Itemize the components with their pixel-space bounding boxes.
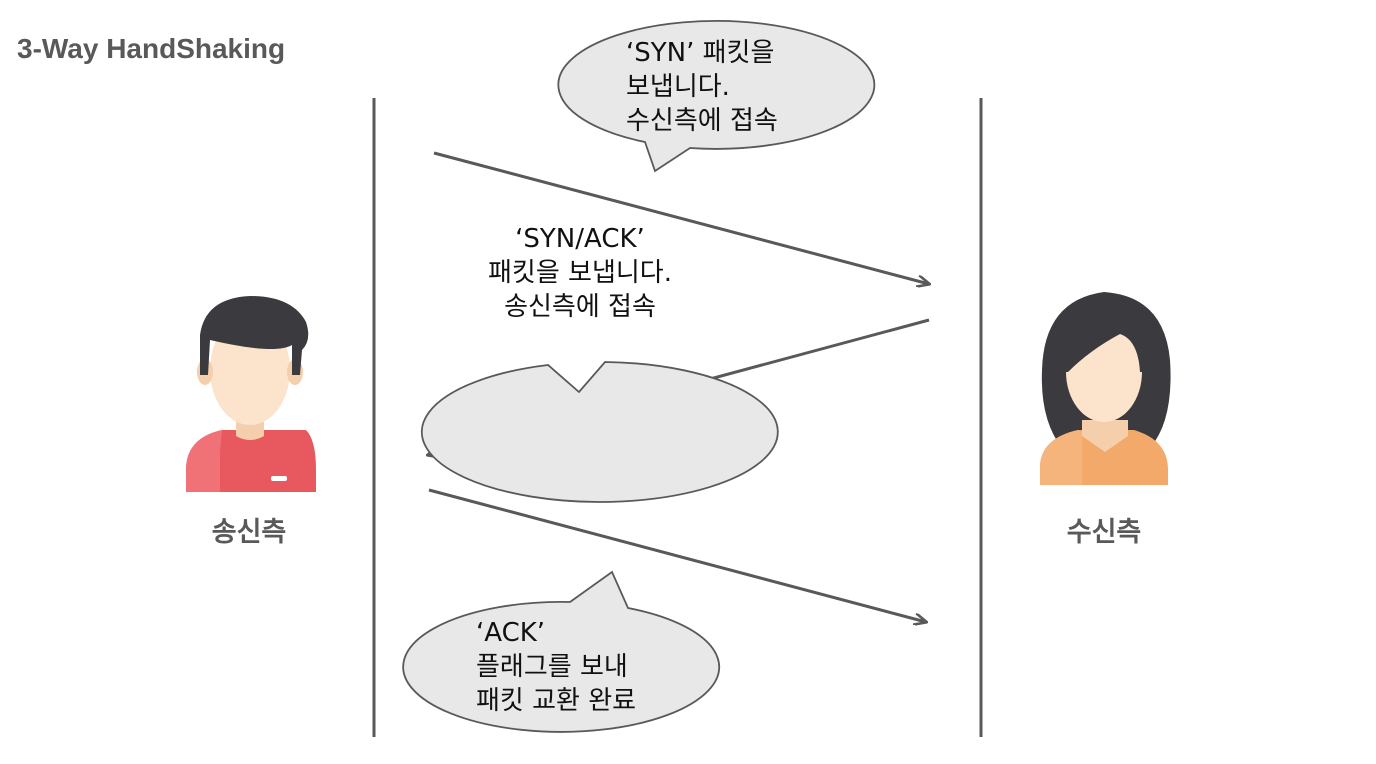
ack-text-line-2: 플래그를 보내 [476, 652, 628, 682]
syn-text-line-1: ‘SYN’ 패킷을 [626, 38, 775, 68]
ack-arrow [428, 488, 926, 622]
syn-ack-text-line-3: 송신측에 접속 [504, 292, 656, 322]
syn-bubble-text: ‘SYN’ 패킷을 보냅니다. 수신측에 접속 [626, 36, 778, 138]
ack-bubble-text: ‘ACK’ 플래그를 보내 패킷 교환 완료 [476, 616, 636, 718]
man-avatar-icon [186, 296, 316, 492]
ack-speech-bubble [402, 570, 721, 733]
syn-text-line-2: 보냅니다. [626, 72, 730, 102]
ack-text-line-1: ‘ACK’ [476, 618, 546, 648]
syn-speech-bubble [557, 20, 876, 173]
syn-arrow [433, 151, 929, 284]
woman-avatar-icon [1040, 292, 1171, 485]
ack-text-line-3: 패킷 교환 완료 [476, 686, 637, 716]
syn-ack-text-line-1: ‘SYN/ACK’ [515, 224, 645, 254]
syn-ack-text-line-2: 패킷을 보냅니다. [488, 258, 672, 288]
diagram-title: 3-Way HandShaking [17, 33, 286, 64]
syn-ack-speech-bubble [420, 361, 779, 503]
syn-ack-bubble-text: ‘SYN/ACK’ 패킷을 보냅니다. 송신측에 접속 [430, 222, 730, 324]
syn-text-line-3: 수신측에 접속 [626, 106, 778, 136]
sender-label: 송신측 [211, 517, 287, 548]
receiver-label: 수신측 [1066, 517, 1142, 548]
